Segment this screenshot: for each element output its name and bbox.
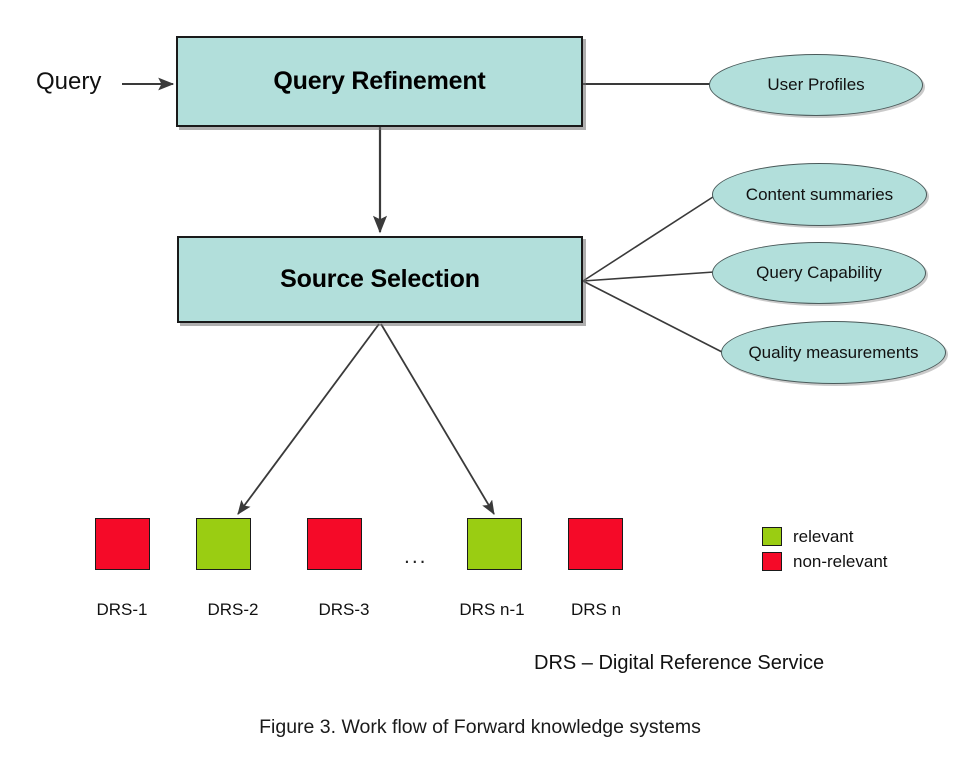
connector-source-to-content-summaries: [582, 194, 717, 282]
legend-item-relevant: relevant: [762, 524, 888, 549]
drs-label-3: DRS-3: [318, 600, 370, 619]
connector-source-to-drs-2: [237, 323, 380, 515]
legend: relevant non-relevant: [762, 524, 888, 574]
drs-square-2[interactable]: [196, 518, 251, 570]
legend-label-non-relevant: non-relevant: [793, 551, 888, 571]
drs-label-5: DRS n: [570, 600, 622, 619]
legend-swatch-non-relevant-icon: [762, 552, 782, 571]
figure-caption: Figure 3. Work flow of Forward knowledge…: [259, 716, 701, 738]
connector-source-to-drs-n-1: [380, 323, 495, 515]
drs-label-4: DRS n-1: [459, 600, 525, 619]
drs-label-2: DRS-2: [207, 600, 259, 619]
drs-square-5[interactable]: [568, 518, 623, 570]
node-quality-measurements[interactable]: Quality measurements: [721, 321, 946, 384]
drs-abbreviation-note: DRS – Digital Reference Service: [534, 652, 825, 674]
drs-square-1[interactable]: [95, 518, 150, 570]
node-source-selection[interactable]: Source Selection: [177, 236, 583, 323]
legend-item-non-relevant: non-relevant: [762, 549, 888, 574]
node-content-summaries[interactable]: Content summaries: [712, 163, 927, 226]
drs-ellipsis: ...: [404, 545, 428, 568]
drs-label-1: DRS-1: [96, 600, 148, 619]
node-user-profiles[interactable]: User Profiles: [709, 54, 923, 116]
node-query-refinement[interactable]: Query Refinement: [176, 36, 583, 127]
query-input-label: Query: [36, 68, 102, 95]
connector-source-to-query-capability: [582, 271, 715, 282]
node-query-capability[interactable]: Query Capability: [712, 242, 926, 304]
legend-swatch-relevant-icon: [762, 527, 782, 546]
legend-label-relevant: relevant: [793, 526, 854, 546]
drs-square-3[interactable]: [307, 518, 362, 570]
connector-source-to-quality-measurements: [582, 280, 723, 353]
drs-square-4[interactable]: [467, 518, 522, 570]
